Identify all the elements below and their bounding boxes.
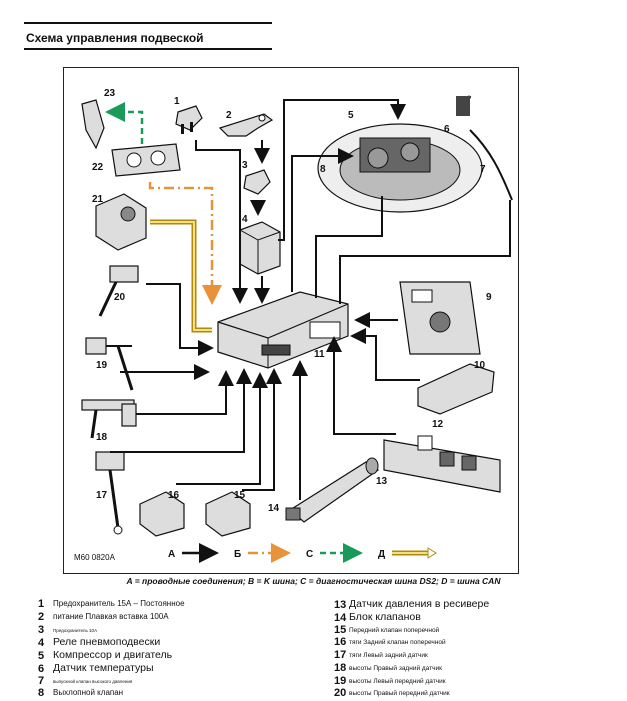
label-11: 11	[314, 349, 325, 360]
switch-panel-part	[399, 281, 481, 355]
fusible-link-part	[218, 113, 274, 137]
ecu-unit	[217, 291, 349, 369]
diagram-reference: M60 0820A	[74, 553, 116, 562]
wired-connections	[110, 99, 511, 500]
compressor-assembly	[317, 95, 513, 213]
top-rule	[24, 22, 272, 24]
key-letter-b: Б	[234, 549, 241, 560]
height-sensor-17-part	[95, 451, 125, 535]
label-20: 20	[114, 292, 126, 303]
label-14: 14	[268, 503, 280, 514]
height-sensor-20-part	[98, 265, 139, 317]
key-letter-c: C	[306, 549, 313, 560]
label-22: 22	[92, 162, 104, 173]
component-labels: 1 2 3 4 5 6 7 8 9 10 11 12 13 14 15 16 1…	[92, 88, 492, 514]
label-21: 21	[92, 194, 104, 205]
label-5: 5	[348, 110, 354, 121]
k-bus-line	[148, 182, 222, 305]
door-switch-part	[383, 435, 501, 493]
diagram-frame	[63, 67, 519, 574]
label-12: 12	[432, 419, 444, 430]
diagnostic-bus-line	[105, 102, 144, 144]
label-16: 16	[168, 490, 180, 501]
diagram-key: A Б C Д	[168, 543, 437, 563]
key-letter-a: A	[168, 549, 175, 560]
label-1: 1	[174, 96, 180, 107]
label-15: 15	[234, 490, 246, 501]
fuse-15a-part	[175, 105, 203, 134]
valve-16-part	[139, 491, 185, 537]
fuse-10a-part	[243, 169, 271, 195]
label-9: 9	[486, 292, 492, 303]
module-10-part	[417, 363, 495, 415]
label-23: 23	[104, 88, 116, 99]
title-rule	[24, 48, 272, 50]
label-6: 6	[444, 124, 450, 135]
instrument-cluster-part	[111, 143, 181, 177]
valve-15-part	[205, 491, 251, 537]
can-bus-line	[150, 219, 212, 333]
reservoir-part	[285, 457, 380, 523]
height-sensor-18-part	[81, 399, 137, 439]
diagram-caption: A = проводные соединения; B = K шина; C …	[126, 576, 501, 586]
relay-part	[239, 221, 281, 275]
height-sensor-19-part	[85, 337, 134, 391]
label-17: 17	[96, 490, 108, 501]
diagnostic-plug-part	[81, 99, 105, 150]
label-7: 7	[480, 164, 486, 175]
label-2: 2	[226, 110, 232, 121]
abs-unit-part	[95, 193, 147, 251]
label-19: 19	[96, 360, 108, 371]
label-10: 10	[474, 360, 486, 371]
key-letter-d: Д	[378, 549, 385, 560]
label-18: 18	[96, 432, 108, 443]
label-3: 3	[242, 160, 248, 171]
page-title: Схема управления подвеской	[26, 31, 204, 45]
label-13: 13	[376, 476, 388, 487]
label-4: 4	[242, 214, 248, 225]
label-8: 8	[320, 164, 326, 175]
